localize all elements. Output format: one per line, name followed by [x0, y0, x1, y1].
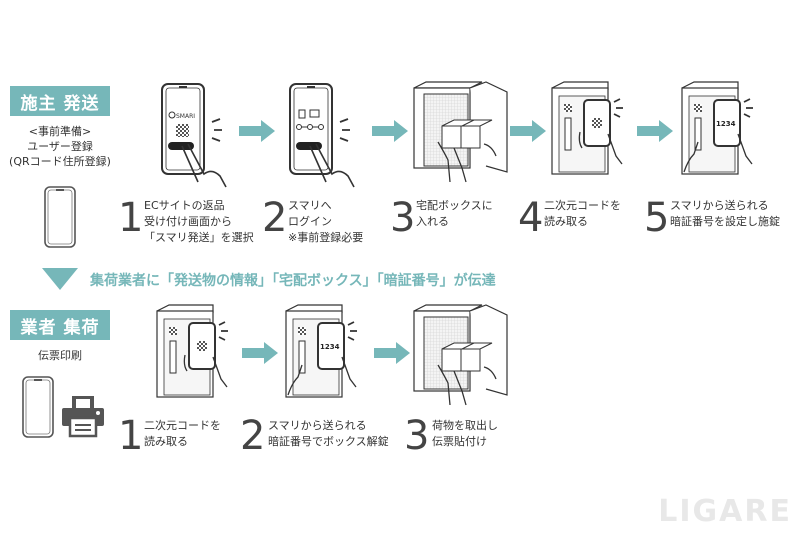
- triangle-down-icon: [42, 268, 78, 290]
- step-text: スマリから送られる 暗証番号を設定し施錠: [670, 198, 780, 230]
- step-line: スマリから送られる: [268, 419, 367, 432]
- step-line: 受け付け画面から: [144, 215, 232, 228]
- illustration-box-scan: [156, 304, 228, 398]
- illustration-box-pin: 1234: [285, 304, 357, 398]
- watermark-logo: LIGARE: [658, 494, 792, 529]
- collector-badge: 業者 集荷: [10, 310, 110, 340]
- prep-heading: <事前準備>: [28, 125, 92, 138]
- step-text: 二次元コードを 読み取る: [544, 198, 621, 230]
- pin-display: 1234: [320, 343, 340, 351]
- step-line: 「スマリ発送」を選択: [144, 231, 254, 244]
- arrow-right-icon: [637, 120, 673, 142]
- step-number: 3: [404, 413, 430, 459]
- step-text: スマリから送られる 暗証番号でボックス解錠: [268, 418, 389, 450]
- step-number: 1: [118, 413, 144, 459]
- step-line: 暗証番号でボックス解錠: [268, 435, 389, 448]
- arrow-right-icon: [239, 120, 275, 142]
- step-line: 読み取る: [144, 435, 188, 448]
- step-number: 2: [240, 413, 266, 459]
- step-text: 二次元コードを 読み取る: [144, 418, 221, 450]
- illustration-box-pin: 1234: [681, 81, 753, 175]
- arrow-right-icon: [242, 342, 278, 364]
- illustration-box-insert: [413, 81, 508, 183]
- step-line: 伝票貼付け: [432, 435, 487, 448]
- step-line: 二次元コードを: [144, 419, 221, 432]
- prep-line: ユーザー登録: [27, 140, 93, 153]
- step-line: 二次元コードを: [544, 199, 621, 212]
- illustration-phone-login: [289, 83, 355, 188]
- illustration-box-remove: [413, 304, 508, 406]
- collector-prep-text: 伝票印刷: [38, 349, 82, 362]
- step-line: 読み取る: [544, 215, 588, 228]
- sender-badge: 施主 発送: [10, 86, 110, 116]
- step-number: 5: [644, 195, 670, 241]
- smartphone-icon: [44, 186, 76, 248]
- pin-display: 1234: [716, 120, 736, 128]
- step-line: 入れる: [416, 215, 449, 228]
- illustration-box-scan: [551, 81, 623, 175]
- step-line: ECサイトの返品: [144, 199, 225, 212]
- step-line: 荷物を取出し: [432, 419, 498, 432]
- step-number: 3: [390, 195, 416, 241]
- step-text: 宅配ボックスに 入れる: [416, 198, 493, 230]
- step-line: 宅配ボックスに: [416, 199, 493, 212]
- notice-text: 集荷業者に「発送物の情報」「宅配ボックス」「暗証番号」が伝達: [90, 273, 496, 289]
- smartphone-icon: [22, 376, 54, 438]
- step-line: 暗証番号を設定し施錠: [670, 215, 780, 228]
- sender-prep-text: <事前準備> ユーザー登録 (QRコード住所登録): [0, 124, 120, 169]
- step-text: 荷物を取出し 伝票貼付け: [432, 418, 498, 450]
- step-number: 2: [262, 195, 288, 241]
- arrow-right-icon: [372, 120, 408, 142]
- step-line: スマリから送られる: [670, 199, 769, 212]
- step-line: ※事前登録必要: [288, 231, 364, 244]
- step-text: ECサイトの返品 受け付け画面から 「スマリ発送」を選択: [144, 198, 254, 246]
- arrow-right-icon: [374, 342, 410, 364]
- step-number: 1: [118, 195, 144, 241]
- printer-icon: [62, 396, 104, 438]
- step-line: スマリへ: [288, 199, 332, 212]
- step-text: スマリへ ログイン ※事前登録必要: [288, 198, 363, 246]
- prep-line: (QRコード住所登録): [9, 155, 111, 168]
- step-line: ログイン: [288, 215, 332, 228]
- illustration-phone-smari: SMARI: [161, 83, 227, 188]
- arrow-right-icon: [510, 120, 546, 142]
- step-number: 4: [518, 195, 544, 241]
- smari-logo-text: SMARI: [176, 113, 195, 120]
